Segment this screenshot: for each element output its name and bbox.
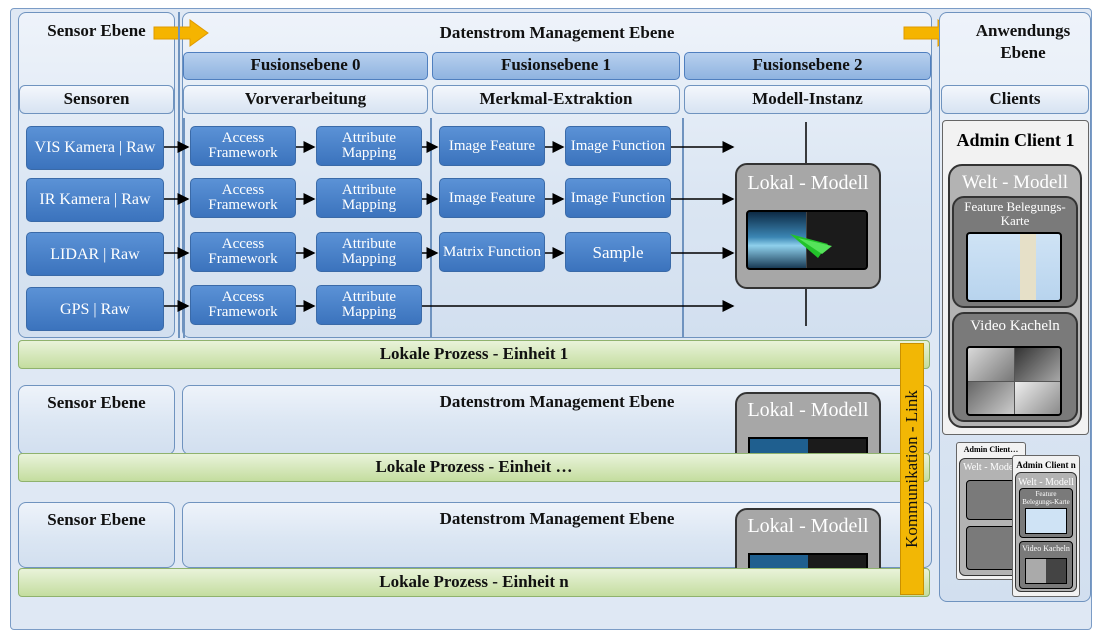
mini-video — [966, 526, 1016, 570]
block-label: Attribute Mapping — [341, 236, 397, 267]
feature-karte-n-map — [1025, 508, 1067, 534]
video-kacheln-n-title: Video Kacheln — [1022, 544, 1070, 553]
sensor-label: IR Kamera | Raw — [39, 191, 151, 208]
video-kacheln-title: Video Kacheln — [970, 318, 1060, 334]
kommunikation-link-bar — [900, 343, 924, 595]
sensoren-header: Sensoren — [19, 85, 174, 114]
function-block: Image Function — [565, 126, 671, 166]
mini-map — [966, 480, 1016, 520]
video-kacheln-n-tiles — [1025, 558, 1067, 584]
lokale-prozess-einheit-1: Lokale Prozess - Einheit 1 — [18, 340, 930, 369]
sensor-gps: GPS | Raw — [26, 287, 164, 331]
attribute-mapping-block: Attribute Mapping — [316, 285, 422, 325]
feature-block: Image Feature — [439, 126, 545, 166]
sensor-ebene-panel-1 — [18, 12, 175, 338]
block-label: Attribute Mapping — [341, 130, 397, 161]
attribute-mapping-block: Attribute Mapping — [316, 232, 422, 272]
fusionsebene-0: Fusionsebene 0 — [183, 52, 428, 80]
column-divider — [682, 118, 684, 338]
sensor-ebene-panel-3 — [18, 502, 175, 568]
access-framework-block: Access Framework — [190, 232, 296, 272]
block-label: Attribute Mapping — [341, 182, 397, 213]
sensor-ebene-label: Sensor Ebene — [47, 510, 146, 529]
block-label: Image Function — [570, 137, 666, 154]
sensor-label: VIS Kamera | Raw — [34, 139, 156, 156]
attribute-mapping-block: Attribute Mapping — [316, 178, 422, 218]
dsm-title-1: Datenstrom Management Ebene — [439, 23, 675, 42]
attribute-mapping-block: Attribute Mapping — [316, 126, 422, 166]
welt-modell-n-title: Welt - Modell — [1018, 477, 1074, 488]
video-tile — [1015, 382, 1060, 414]
sensor-lidar: LIDAR | Raw — [26, 232, 164, 276]
dsm-title-3: Datenstrom Management Ebene — [439, 509, 675, 528]
dsm-title-2: Datenstrom Management Ebene — [439, 392, 675, 411]
sensor-ebene-panel-2 — [18, 385, 175, 455]
clients-header: Clients — [941, 85, 1089, 114]
block-label: Image Feature — [448, 137, 536, 154]
lokale-prozess-einheit-2: Lokale Prozess - Einheit … — [18, 453, 930, 482]
block-label: Image Function — [570, 189, 666, 206]
feature-block: Image Feature — [439, 178, 545, 218]
welt-modell-title: Welt - Modell — [961, 172, 1069, 193]
vorverarbeitung-header: Vorverarbeitung — [183, 85, 428, 114]
block-label: Image Feature — [448, 189, 536, 206]
sensor-ebene-label: Sensor Ebene — [47, 21, 146, 40]
block-label: Access Framework — [208, 289, 278, 320]
lokal-modell-view-1 — [746, 210, 868, 270]
block-label: Access Framework — [208, 182, 278, 213]
video-tile — [1015, 348, 1060, 381]
block-label: Matrix Function — [443, 243, 541, 260]
sensor-label: LIDAR | Raw — [50, 245, 140, 263]
function-block: Image Function — [565, 178, 671, 218]
lokale-prozess-einheit-n: Lokale Prozess - Einheit n — [18, 568, 930, 597]
admin-client-1-title: Admin Client 1 — [956, 130, 1075, 150]
column-divider — [430, 118, 432, 338]
access-framework-block: Access Framework — [190, 178, 296, 218]
lokal-modell-title-2: Lokal - Modell — [747, 399, 869, 421]
fusionsebene-1: Fusionsebene 1 — [432, 52, 680, 80]
sensor-ebene-title-3: Sensor Ebene — [18, 509, 175, 531]
admin-client-small-title: Admin Client… — [963, 445, 1019, 454]
video-tiles — [966, 346, 1062, 416]
sensor-ebene-title-1: Sensor Ebene — [18, 20, 175, 42]
welt-modell-small-title: Welt - Modell — [963, 462, 1019, 473]
block-label: Sample — [592, 242, 644, 262]
merkmal-extraktion-header: Merkmal-Extraktion — [432, 85, 680, 114]
fusionsebene-2: Fusionsebene 2 — [684, 52, 931, 80]
sensor-vis-kamera: VIS Kamera | Raw — [26, 126, 164, 170]
map-coastline — [1020, 234, 1036, 300]
camera-image — [748, 212, 806, 268]
column-divider — [178, 12, 180, 338]
sensor-label: GPS | Raw — [60, 300, 130, 318]
direction-arrow-icon — [790, 234, 832, 258]
anwendungs-ebene-title: Anwendungs Ebene — [975, 21, 1071, 62]
lokal-modell-title-3: Lokal - Modell — [747, 515, 869, 537]
lokal-modell-title-1: Lokal - Modell — [747, 172, 869, 194]
sensor-ir-kamera: IR Kamera | Raw — [26, 178, 164, 222]
block-label: Access Framework — [208, 236, 278, 267]
feature-karte-title: Feature Belegungs-Karte — [964, 199, 1066, 228]
sensor-ebene-title-2: Sensor Ebene — [18, 392, 175, 414]
function-block: Sample — [565, 232, 671, 272]
feature-block: Matrix Function — [439, 232, 545, 272]
admin-client-n-title: Admin Client n — [1016, 460, 1076, 470]
block-label: Attribute Mapping — [341, 289, 397, 320]
column-divider — [183, 118, 185, 338]
access-framework-block: Access Framework — [190, 285, 296, 325]
access-framework-block: Access Framework — [190, 126, 296, 166]
kommunikation-link-label: Kommunikation - Link — [902, 390, 921, 548]
block-label: Access Framework — [208, 130, 278, 161]
video-tile — [968, 382, 1014, 414]
belegungs-karte-map — [966, 232, 1062, 302]
sensor-ebene-label: Sensor Ebene — [47, 393, 146, 412]
video-tile — [968, 348, 1014, 381]
modell-instanz-header: Modell-Instanz — [684, 85, 931, 114]
flow-arrow-icon — [153, 19, 209, 47]
feature-karte-n-title: Feature Belegungs-Karte — [1022, 490, 1070, 506]
